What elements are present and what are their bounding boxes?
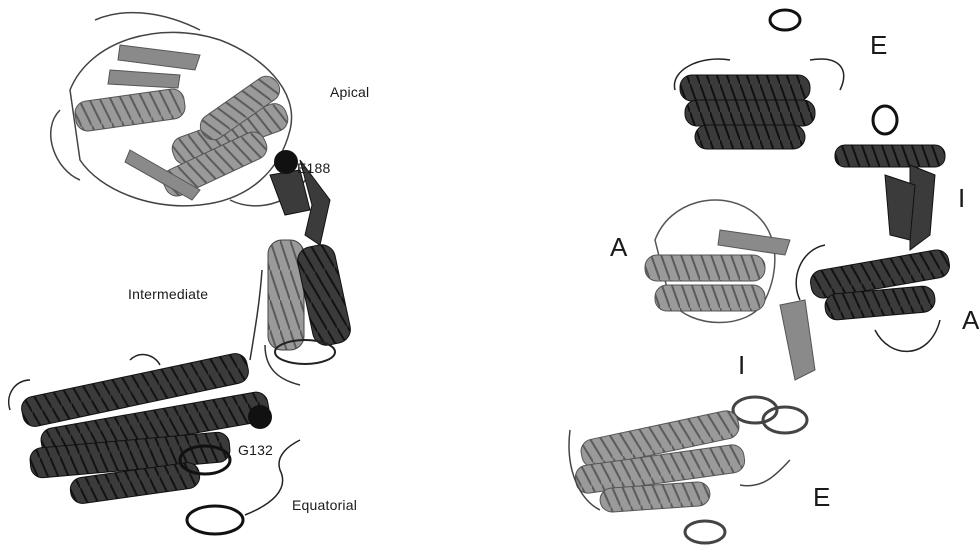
intermediate-domain (250, 160, 353, 385)
residue-g132-atom (248, 405, 272, 429)
left-ribbon-svg (0, 0, 470, 551)
apical-label: Apical (330, 84, 369, 100)
right-ribbon-svg (480, 0, 979, 551)
label-e-bottom: E (813, 482, 830, 513)
label-e-top: E (870, 30, 887, 61)
residue-g132-label: G132 (238, 442, 273, 458)
left-ribbon-diagram: Apical E188 Intermediate G132 Equatorial (0, 0, 470, 551)
light-subunit (569, 200, 815, 543)
residue-e188-atom (274, 150, 298, 174)
label-a-right: A (962, 305, 979, 336)
right-ribbon-diagram: E I A A I E (480, 0, 979, 551)
equatorial-label: Equatorial (292, 497, 357, 513)
label-i-right: I (958, 183, 965, 214)
label-i-middle: I (738, 350, 745, 381)
residue-e188-label: E188 (297, 160, 331, 176)
intermediate-label: Intermediate (128, 286, 208, 302)
label-a-left: A (610, 232, 627, 263)
